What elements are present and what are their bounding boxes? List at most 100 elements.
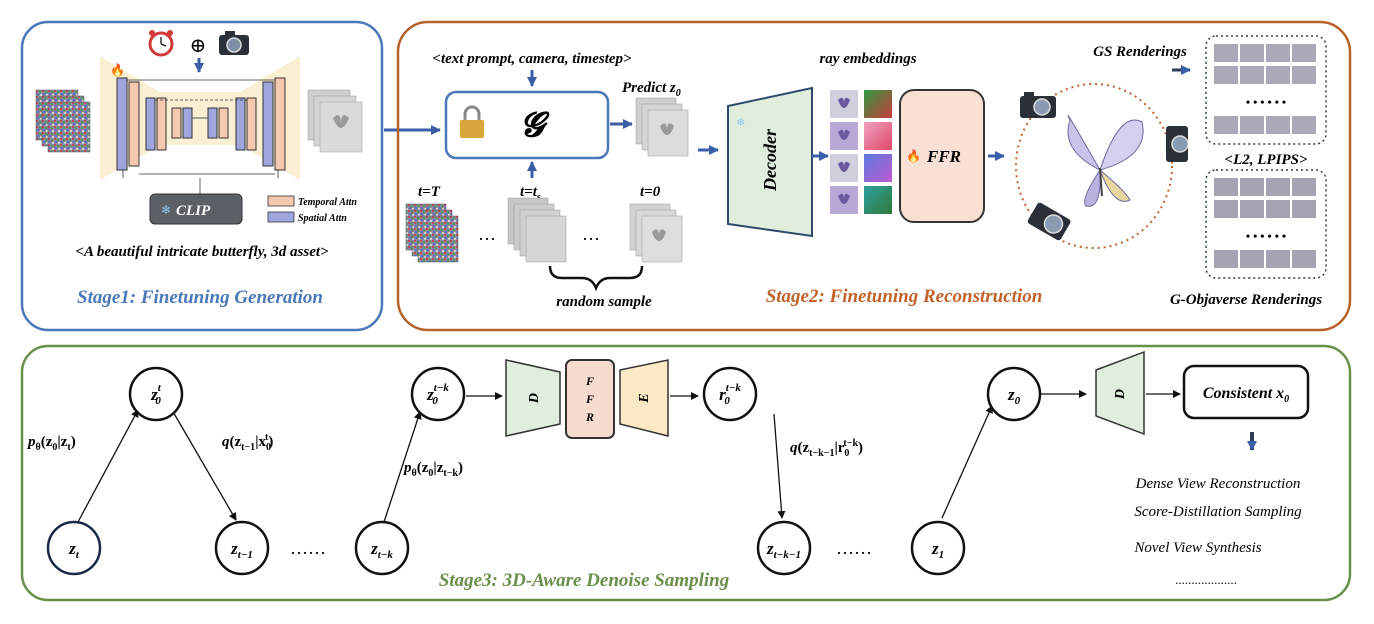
noisy-input-stack: [35, 89, 91, 153]
formula-q1: q(zt−1|x0t): [222, 432, 273, 453]
denoised-output-stack: [307, 89, 363, 153]
graph-node-zt1: zt−1: [214, 520, 270, 576]
svg-text:q(zt−1|x0t): q(zt−1|x0t): [222, 432, 273, 453]
gobj-renderings-grid: [1214, 178, 1316, 268]
graph-node-circle: [128, 366, 184, 422]
ffr-block: [899, 89, 985, 223]
formula-p2: pθ(z0|zt−k): [402, 460, 463, 479]
camera-icon-right: [1166, 126, 1189, 162]
svg-text:pθ(z0|zt): pθ(z0|zt): [26, 434, 76, 453]
application-item: Dense View Reconstruction: [1135, 476, 1301, 492]
stage3-ffr-r: R: [585, 410, 594, 424]
legend: Temporal Attn Spatial Attn: [267, 195, 357, 224]
graph-node-label: z1: [931, 539, 944, 561]
clip-label: CLIP: [176, 203, 211, 219]
gobj-renderings-box: [1205, 169, 1327, 279]
timestep-label-T: t=T: [418, 184, 441, 200]
stage3-dots-2: ……: [836, 538, 872, 558]
graph-node-label: zt−1: [230, 539, 253, 561]
legend-swatch-temporal: [267, 195, 295, 207]
fire-icon: 🔥: [110, 63, 125, 77]
graph-node-label: z0: [1007, 385, 1021, 407]
stage3-label: Stage3: 3D-Aware Denoise Sampling: [439, 570, 729, 591]
noise-stack-T: [405, 203, 459, 263]
graph-node-circle: [46, 520, 102, 576]
clip-block: [149, 193, 243, 225]
ellipsis-2: …: [582, 224, 600, 244]
stage3-encoder-block: [619, 359, 669, 437]
gs-renderings-grid: [1214, 44, 1316, 134]
predict-label: Predict z0: [622, 80, 681, 99]
snowflake-icon-decoder: ❄: [736, 117, 745, 129]
stage1-label: Stage1: Finetuning Generation: [77, 287, 323, 308]
camera-icon: [219, 31, 249, 55]
random-sample-brace: [548, 265, 644, 292]
graph-node-label: zt−k−1: [766, 539, 801, 561]
stage3-ffr-block: [565, 359, 615, 439]
loss-label: <L2, LPIPS>: [1225, 152, 1308, 168]
gs-renderings-box: [1205, 35, 1327, 145]
ffr-label: FFR: [926, 147, 961, 166]
graph-node-circle: [756, 520, 812, 576]
camera-icon-left: [1020, 92, 1056, 118]
graph-node-circle: [702, 366, 758, 422]
applications-list: Dense View Reconstruction Score-Distilla…: [1133, 476, 1302, 587]
graph-node-z1: z1: [910, 520, 966, 576]
camera-orbit: [1015, 83, 1173, 249]
graph-node-label: zt: [68, 539, 80, 561]
stage3-final-decoder-label: D: [1113, 389, 1128, 400]
stage2-label: Stage2: Finetuning Reconstruction: [766, 286, 1043, 307]
stage1-prompt: <A beautiful intricate butterfly, 3d ass…: [75, 244, 329, 260]
gobj-renderings-label: G-Objaverse Renderings: [1170, 292, 1322, 308]
decoder-block: [727, 86, 813, 238]
unet-blocks: [116, 77, 286, 171]
legend-label-spatial: Spatial Attn: [298, 213, 347, 224]
graph-node-circle: [910, 520, 966, 576]
graph-node-circle: [354, 520, 410, 576]
graph-node-ztk1: zt−k−1: [756, 520, 812, 576]
svg-text:q(zt−k−1|r0t−k): q(zt−k−1|r0t−k): [790, 438, 863, 459]
stage2-panel: <text prompt, camera, timestep> 𝓖 Predic…: [396, 20, 1352, 332]
stage2-condition: <text prompt, camera, timestep>: [432, 51, 632, 67]
ray-embeddings-label: ray embeddings: [819, 51, 916, 67]
stage3-decoder-block: [505, 359, 561, 437]
formula-q2: q(zt−k−1|r0t−k): [790, 438, 863, 459]
noise-stack-0: [629, 203, 683, 263]
alarm-clock-icon: [148, 30, 174, 57]
application-item: Novel View Synthesis: [1133, 540, 1261, 556]
stage3-encoder-label: E: [637, 393, 652, 403]
camera-icon-bottom: [1027, 202, 1071, 241]
timestep-label-ts: t=ts: [520, 184, 541, 203]
svg-text:pθ(z0|zt−k): pθ(z0|zt−k): [402, 460, 463, 479]
stage3-border: [20, 344, 1352, 602]
graph-node-circle: [986, 366, 1042, 422]
gs-dots: • • • • • •: [1246, 95, 1286, 109]
ray-embedding-grid: [830, 90, 892, 214]
skip-connections: [122, 79, 279, 194]
generator-block: [444, 90, 610, 160]
graph-node-circle: [214, 520, 270, 576]
fire-icon-ffr: 🔥: [906, 149, 921, 163]
oplus-symbol: ⊕: [190, 35, 207, 57]
graph-node-z0: z0: [986, 366, 1042, 422]
butterfly-3d-render: [1067, 115, 1144, 207]
graph-node-zt: zt: [46, 520, 102, 576]
stage3-decoder-label: D: [527, 393, 542, 404]
gs-renderings-label: GS Renderings: [1093, 44, 1187, 60]
graph-node-label: zt−k: [370, 539, 393, 561]
stage3-edges: [77, 390, 1181, 523]
stage3-final-decoder-block: [1095, 350, 1145, 436]
predicted-z0-stack: [635, 97, 689, 157]
legend-label-temporal: Temporal Attn: [298, 197, 357, 208]
application-item: Score-Distillation Sampling: [1134, 504, 1302, 520]
timestep-label-0: t=0: [640, 184, 661, 200]
